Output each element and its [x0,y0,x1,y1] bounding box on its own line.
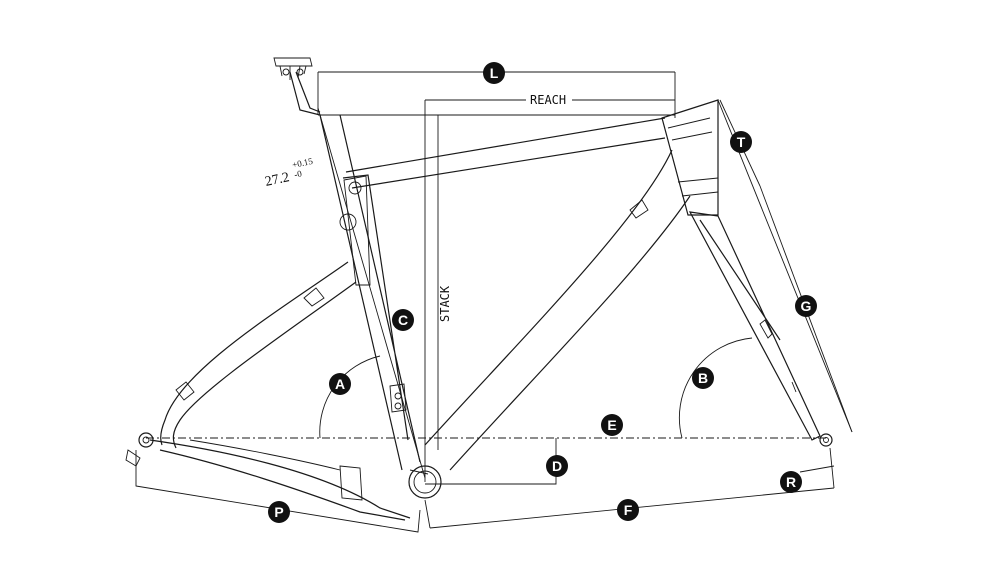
badge-T: T [730,131,752,153]
seatpost-size-annotation: 27.2 +0.15 -0 [264,156,314,190]
seatpost-tolerance-lower: -0 [293,168,303,179]
badge-E: E [601,414,623,436]
badge-F: F [617,499,639,521]
svg-text:L: L [490,65,499,81]
reach-label-text: REACH [530,93,566,107]
badge-P: P [268,501,290,523]
svg-text:B: B [698,370,708,386]
badge-L: L [483,62,505,84]
fork [688,211,821,441]
svg-text:P: P [274,504,283,520]
front-dropout [819,433,833,447]
saddle-clamp [273,57,313,80]
seat-stays [160,261,357,449]
svg-text:A: A [335,376,345,392]
svg-text:C: C [398,312,408,328]
head-tube [661,99,719,216]
seatpost-diameter: 27.2 [264,170,291,190]
svg-text:G: G [801,298,812,314]
top-tube [345,117,666,189]
stack-label: STACK [438,285,452,322]
chain-stays [149,439,411,521]
svg-text:T: T [737,134,746,150]
badge-G: G [795,295,817,317]
seatpost [289,71,321,116]
badge-C: C [392,309,414,331]
seat-angle-arc [319,355,381,439]
svg-text:D: D [552,458,562,474]
down-tube [424,149,691,471]
rear-dropout [138,432,154,448]
badge-B: B [692,367,714,389]
badge-A: A [329,373,351,395]
seat-tube [319,114,421,471]
seatpost-tolerance-upper: +0.15 [291,156,314,170]
badge-R: R [780,471,802,493]
badge-D: D [546,455,568,477]
bicycle-frame [125,57,833,521]
svg-text:R: R [786,474,796,490]
svg-text:F: F [624,502,633,518]
head-angle-arc [678,337,753,439]
svg-text:E: E [607,417,616,433]
